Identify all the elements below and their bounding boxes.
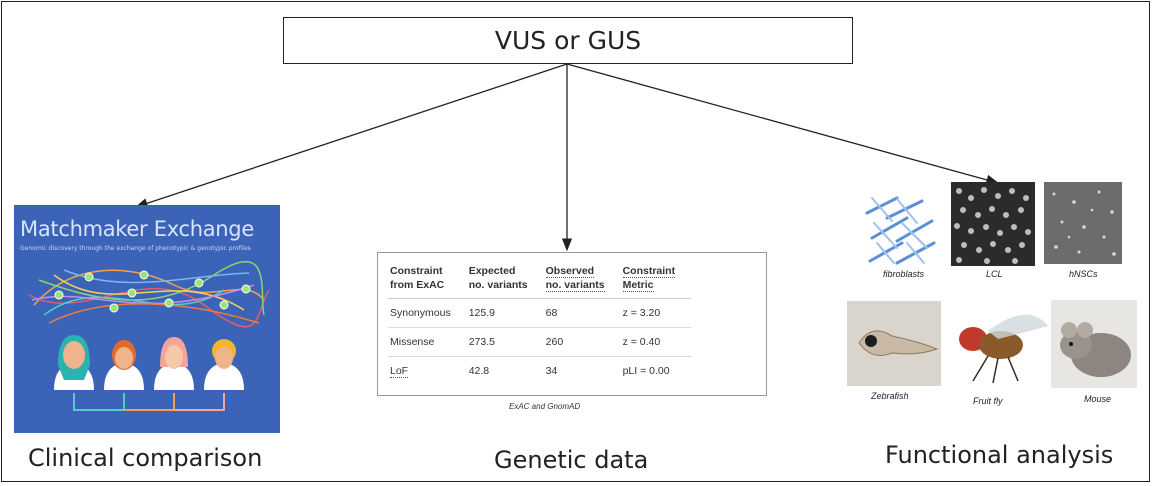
root-node: VUS or GUS <box>283 17 853 64</box>
caption-genetic: Genetic data <box>494 446 649 474</box>
fruit-fly-image <box>943 301 1052 389</box>
table-row: LoF 42.8 34 pLI = 0.00 <box>388 357 691 386</box>
table-cell: Synonymous <box>388 298 467 329</box>
arrow-to-clinical <box>134 63 568 209</box>
label-fibroblasts: fibroblasts <box>883 269 925 279</box>
table-cell: 68 <box>543 298 621 329</box>
hnscs-image <box>1044 182 1122 264</box>
arrow-to-functional <box>566 63 1000 185</box>
table-cell: 260 <box>543 327 621 358</box>
table-cell: pLI = 0.00 <box>622 365 670 378</box>
table-cell: 34 <box>545 365 558 378</box>
label-hnscs: hNSCs <box>1069 269 1098 279</box>
table-cell: 125.9 <box>466 298 544 329</box>
table-cell: z = 0.40 <box>620 327 692 358</box>
matchmaker-illustration <box>28 260 270 411</box>
matchmaker-subtitle: Genomic discovery through the exchange o… <box>20 245 251 252</box>
table-cell: Missense <box>388 327 467 358</box>
caption-functional: Functional analysis <box>885 441 1114 469</box>
table-source: ExAC and GnomAD <box>509 402 581 411</box>
label-fruit-fly: Fruit fly <box>973 396 1003 406</box>
fibroblasts-image <box>862 193 937 265</box>
matchmaker-graphic: Matchmaker Exchange Genomic discovery th… <box>14 205 280 433</box>
table-cell: LoF <box>390 365 409 379</box>
mouse-image <box>1051 300 1137 388</box>
table-cell: z = 3.20 <box>620 298 692 329</box>
zebrafish-image <box>847 301 941 386</box>
label-mouse: Mouse <box>1084 394 1112 404</box>
label-lcl: LCL <box>986 269 1003 279</box>
matchmaker-title: Matchmaker Exchange <box>20 217 254 241</box>
label-zebrafish: Zebrafish <box>871 391 909 401</box>
caption-clinical: Clinical comparison <box>28 444 263 472</box>
table-row: Synonymous 125.9 68 z = 3.20 <box>388 298 692 329</box>
lcl-image <box>951 182 1035 266</box>
table-row: Missense 273.5 260 z = 0.40 <box>388 327 692 358</box>
table-cell: 42.8 <box>468 365 490 378</box>
table-cell: 273.5 <box>466 327 544 358</box>
